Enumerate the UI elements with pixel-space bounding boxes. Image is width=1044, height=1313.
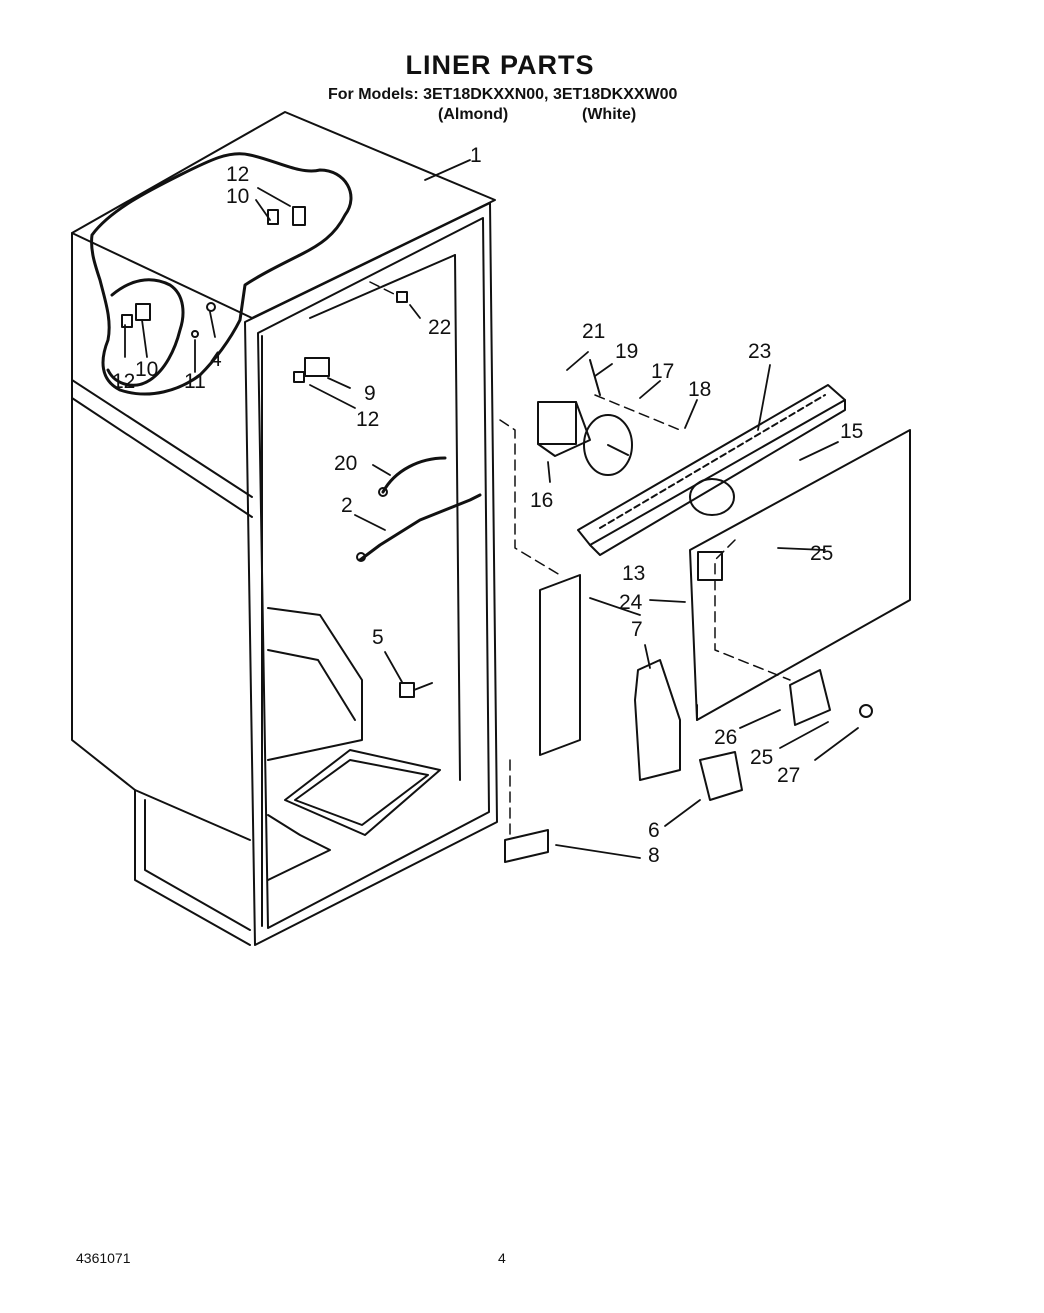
callout-25-upper: 25	[810, 542, 833, 565]
cabinet-shell	[71, 111, 496, 946]
callout-4: 4	[210, 348, 222, 371]
callout-21: 21	[582, 320, 605, 343]
callout-17: 17	[651, 360, 674, 383]
assembly-guides	[369, 281, 791, 836]
callout-12-mid: 12	[356, 408, 379, 431]
callout-10-top: 10	[226, 185, 249, 208]
wire-harness	[356, 456, 482, 562]
callout-18: 18	[688, 378, 711, 401]
callout-5: 5	[372, 626, 384, 649]
variant-almond: (Almond)	[438, 106, 509, 123]
evaporator-cover	[577, 384, 846, 556]
hinge-hardware	[121, 206, 408, 383]
callout-8: 8	[648, 844, 660, 867]
callout-7: 7	[631, 618, 643, 641]
cover-plate	[789, 669, 873, 726]
callout-6: 6	[648, 819, 660, 842]
callout-labels: 1 12 10 12 10 4 11 22 9 12 20 2 5 21 19 …	[112, 144, 863, 867]
baffle	[634, 659, 681, 781]
callout-10-left: 10	[135, 358, 158, 381]
cutaway-hinge-area	[90, 152, 353, 396]
callout-20: 20	[334, 452, 357, 475]
trim-piece	[504, 829, 549, 863]
air-duct	[539, 574, 581, 756]
page-number: 4	[498, 1250, 506, 1266]
models-line: For Models: 3ET18DKXXN00, 3ET18DKXXW00	[328, 86, 678, 103]
rear-panel	[689, 429, 911, 721]
callout-13: 13	[622, 562, 645, 585]
callout-2: 2	[341, 494, 353, 517]
leader-lines	[124, 159, 859, 859]
callout-1: 1	[470, 144, 482, 167]
variant-white: (White)	[582, 106, 637, 123]
document-number: 4361071	[76, 1250, 131, 1266]
callout-15: 15	[840, 420, 863, 443]
page-title: LINER PARTS	[405, 50, 595, 80]
callout-24: 24	[619, 591, 643, 614]
callout-12-left: 12	[112, 370, 135, 393]
callout-19: 19	[615, 340, 638, 363]
callout-25-lower: 25	[750, 746, 773, 769]
callout-16: 16	[530, 489, 553, 512]
callout-11: 11	[184, 370, 206, 393]
callout-26: 26	[714, 726, 737, 749]
liner-frame	[244, 202, 498, 946]
callout-27: 27	[777, 764, 800, 787]
callout-9: 9	[364, 382, 376, 405]
bracket	[699, 751, 743, 801]
fan-motor-assembly	[537, 359, 633, 476]
callout-22: 22	[428, 316, 451, 339]
light-socket	[399, 682, 433, 698]
callout-23: 23	[748, 340, 771, 363]
callout-12-top: 12	[226, 163, 249, 186]
